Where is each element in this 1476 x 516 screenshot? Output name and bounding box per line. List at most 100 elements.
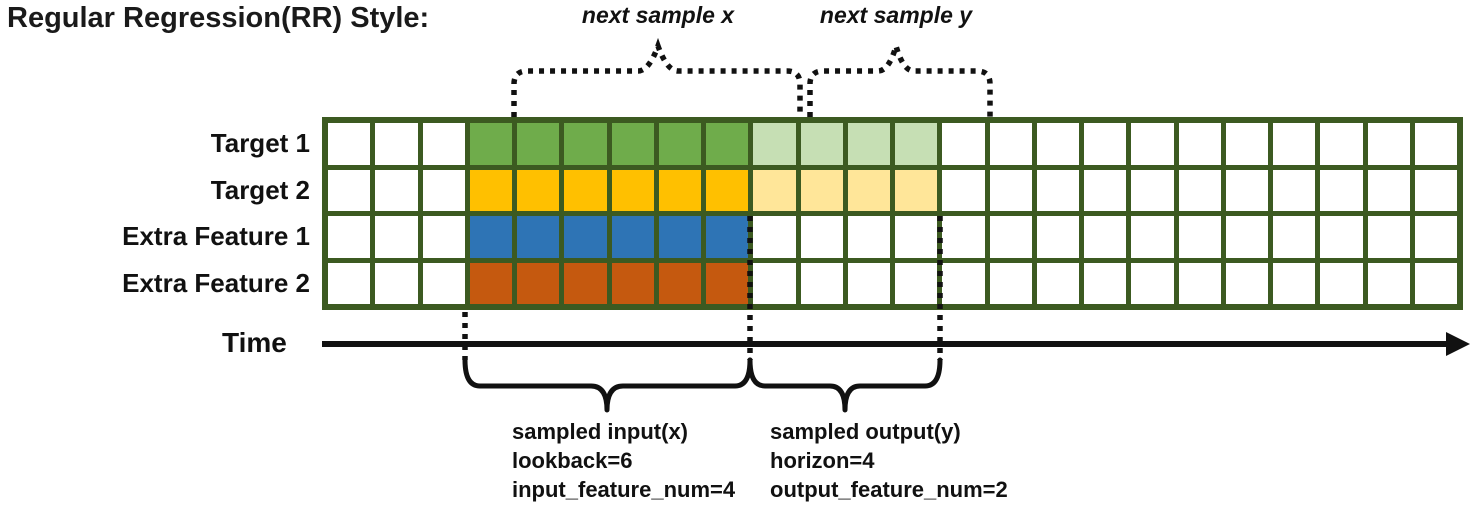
row-label-extra-feature-2: Extra Feature 2 — [122, 267, 310, 298]
sampled-input-brace — [462, 357, 753, 413]
grid-cell — [1131, 216, 1174, 258]
grid-cell — [706, 262, 749, 304]
sampled-input-info: sampled input(x) lookback=6 input_featur… — [512, 417, 735, 504]
grid-cell — [422, 123, 465, 165]
grid-cell — [658, 262, 701, 304]
grid-cell — [1178, 123, 1221, 165]
grid-cell — [706, 169, 749, 211]
input-feature-num-value: input_feature_num=4 — [512, 477, 736, 502]
grid-cell — [611, 262, 654, 304]
grid-cell — [1178, 262, 1221, 304]
grid-cell — [1414, 169, 1457, 211]
grid-cell — [895, 262, 938, 304]
grid-cell — [469, 262, 512, 304]
grid-cell — [658, 123, 701, 165]
grid-cell — [1036, 169, 1079, 211]
next-sample-y-label: next sample y — [819, 2, 973, 28]
time-axis-label: Time — [222, 327, 287, 358]
time-arrow-head — [1446, 332, 1470, 356]
grid-cell — [611, 216, 654, 258]
row-label-extra-feature-1: Extra Feature 1 — [122, 221, 310, 252]
grid-cell — [564, 169, 607, 211]
grid-cell — [1367, 216, 1410, 258]
grid-cell — [1036, 123, 1079, 165]
grid-cell — [1273, 123, 1316, 165]
grid-cell — [375, 169, 418, 211]
grid-cell — [1225, 123, 1268, 165]
grid-cell — [517, 216, 560, 258]
grid-cell — [1273, 169, 1316, 211]
grid-cell — [658, 169, 701, 211]
grid-cell — [469, 169, 512, 211]
grid-cell — [1273, 216, 1316, 258]
grid-cell — [1414, 262, 1457, 304]
next-sample-x-label: next sample x — [581, 2, 735, 28]
grid-cell — [1084, 169, 1127, 211]
grid-cell — [800, 123, 843, 165]
grid-cell — [328, 216, 371, 258]
grid-cell — [517, 123, 560, 165]
grid-cell — [328, 262, 371, 304]
grid-cell — [517, 169, 560, 211]
grid-cell — [1178, 216, 1221, 258]
grid-cell — [895, 169, 938, 211]
output-feature-num-value: output_feature_num=2 — [770, 477, 1008, 502]
grid-cell — [753, 169, 796, 211]
grid-cell — [611, 169, 654, 211]
next-sample-y-brace — [807, 35, 993, 117]
grid-cell — [658, 216, 701, 258]
row-label-target-1: Target 1 — [210, 128, 310, 159]
sample-grid — [322, 117, 1463, 310]
grid-cell — [517, 262, 560, 304]
grid-cell — [753, 123, 796, 165]
grid-cell — [895, 123, 938, 165]
horizon-value: horizon=4 — [770, 448, 875, 473]
grid-cell — [564, 262, 607, 304]
grid-cell — [1036, 262, 1079, 304]
next-sample-x-brace — [511, 37, 803, 117]
grid-cell — [942, 123, 985, 165]
row-labels: Target 1 Target 2 Extra Feature 1 Extra … — [0, 117, 310, 310]
grid-cell — [422, 216, 465, 258]
grid-cell — [1320, 216, 1363, 258]
grid-cell — [375, 216, 418, 258]
grid-cell — [800, 262, 843, 304]
grid-cell — [1320, 123, 1363, 165]
grid-cell — [1225, 169, 1268, 211]
grid-cell — [422, 169, 465, 211]
grid-cell — [1414, 123, 1457, 165]
lookback-value: lookback=6 — [512, 448, 633, 473]
grid-cell — [1225, 262, 1268, 304]
grid-cell — [847, 216, 890, 258]
grid-cell — [942, 169, 985, 211]
sampled-output-title: sampled output(y) — [770, 419, 961, 444]
grid-cell — [800, 216, 843, 258]
grid-cell — [942, 262, 985, 304]
sampled-output-info: sampled output(y) horizon=4 output_featu… — [770, 417, 1008, 504]
grid-cell — [847, 169, 890, 211]
grid-cell — [1178, 169, 1221, 211]
grid-cell — [895, 216, 938, 258]
grid-cell — [328, 123, 371, 165]
grid-cell — [611, 123, 654, 165]
grid-cell — [989, 262, 1032, 304]
grid-cell — [1320, 169, 1363, 211]
grid-cell — [753, 262, 796, 304]
grid-cell — [375, 123, 418, 165]
grid-cell — [469, 123, 512, 165]
grid-cell — [564, 216, 607, 258]
grid-cell — [1367, 169, 1410, 211]
grid-cell — [1131, 169, 1174, 211]
grid-cell — [1084, 262, 1127, 304]
grid-cell — [1320, 262, 1363, 304]
row-label-target-2: Target 2 — [210, 174, 310, 205]
grid-cell — [800, 169, 843, 211]
grid-cell — [1036, 216, 1079, 258]
grid-cell — [1131, 123, 1174, 165]
grid-cell — [1131, 262, 1174, 304]
sampled-output-brace — [747, 357, 943, 413]
grid-cell — [847, 123, 890, 165]
grid-cell — [1414, 216, 1457, 258]
grid-cell — [942, 216, 985, 258]
